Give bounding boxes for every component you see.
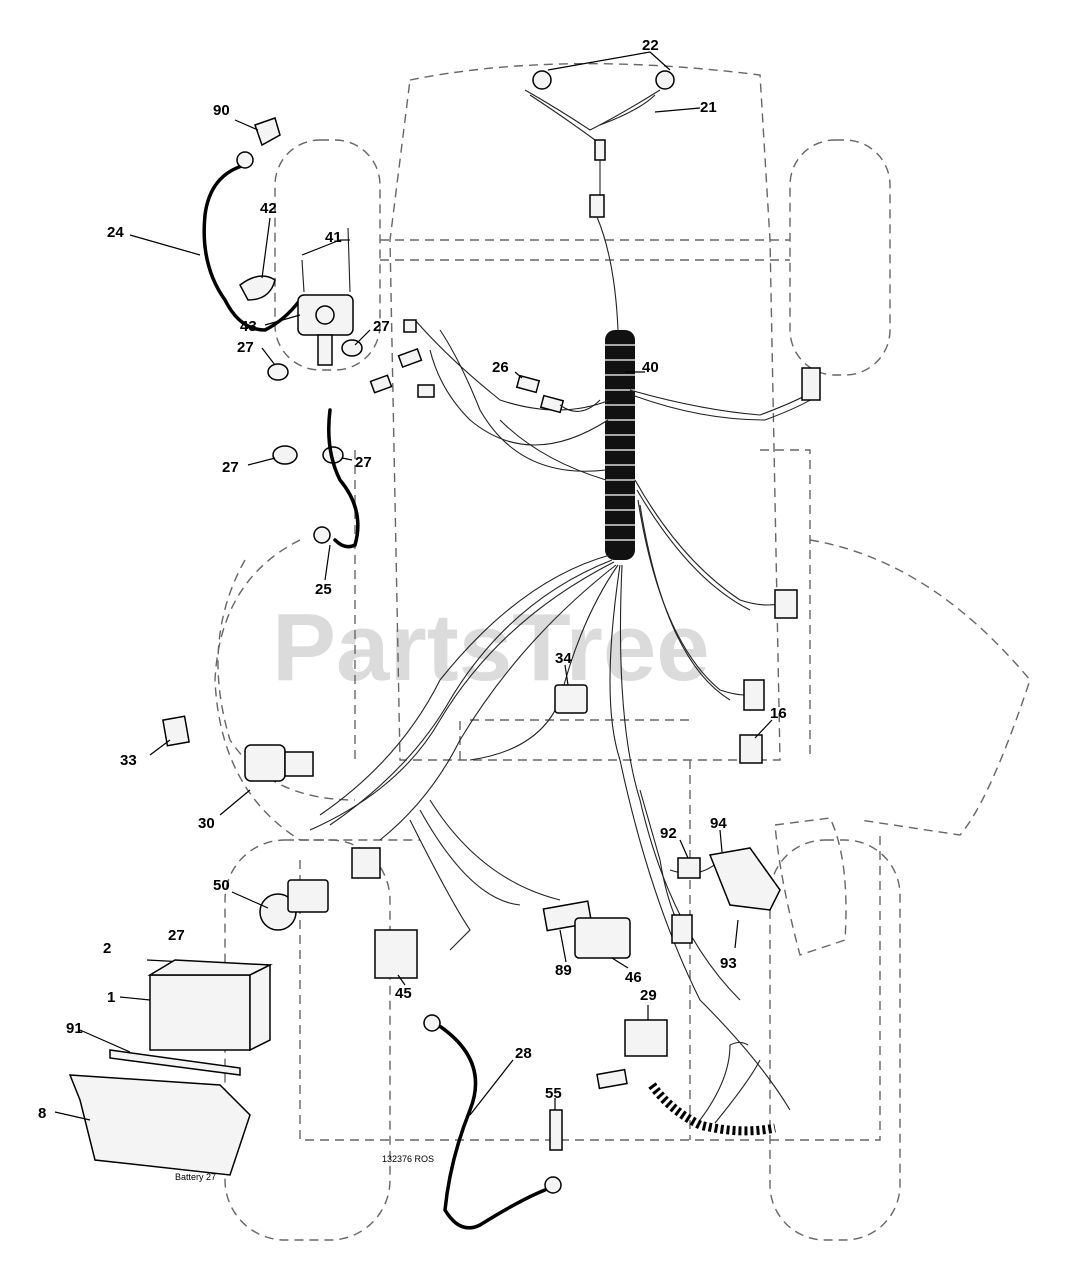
callout-29: 29 [640, 987, 657, 1004]
right-branch-connector [774, 589, 798, 619]
callout-27-c: 27 [222, 459, 239, 476]
boot-42 [239, 275, 276, 301]
callout-50: 50 [213, 877, 230, 894]
callout-2: 2 [103, 940, 111, 957]
key-33 [162, 715, 190, 747]
seat-outline [774, 817, 847, 956]
callout-55: 55 [545, 1085, 562, 1102]
callout-33: 33 [120, 752, 137, 769]
right-connector [801, 367, 821, 401]
callout-16: 16 [770, 705, 787, 722]
seat-base-outline [299, 830, 881, 1141]
callout-25: 25 [315, 581, 332, 598]
front-left-wheel-outline [274, 139, 381, 371]
callout-40: 40 [642, 359, 659, 376]
callout-26: 26 [492, 359, 509, 376]
callout-22: 22 [642, 37, 659, 54]
seat-switch-94 [708, 847, 781, 911]
callout-89: 89 [555, 962, 572, 979]
callout-90: 90 [213, 102, 230, 119]
plug-92-lower [671, 914, 693, 944]
callout-94: 94 [710, 815, 727, 832]
battery-tray-8 [68, 1074, 251, 1176]
battery-1 [149, 974, 251, 1051]
headlight-bulb-left [532, 70, 552, 90]
nut-27-c [272, 445, 298, 465]
frame-right-outline [689, 449, 811, 1140]
connector-92 [677, 857, 701, 879]
callout-27-e: 27 [168, 927, 185, 944]
main-harness [309, 319, 821, 1111]
watermark-text: PartsTree [272, 594, 710, 701]
plug-16 [739, 734, 763, 764]
callout-28: 28 [515, 1045, 532, 1062]
switch-34 [554, 684, 588, 714]
nut-27-b [267, 363, 289, 381]
harness-loom [605, 330, 635, 560]
module-46 [574, 917, 631, 959]
tractor-outline [214, 62, 1031, 1241]
front-right-wheel-outline [789, 139, 891, 376]
callout-30: 30 [198, 815, 215, 832]
strap-91 [109, 1049, 241, 1076]
bolt-55 [549, 1109, 563, 1151]
headlight-connector [589, 194, 605, 218]
callout-42: 42 [260, 200, 277, 217]
callout-45: 45 [395, 985, 412, 1002]
meter-45 [374, 929, 418, 979]
callout-93: 93 [720, 955, 737, 972]
callout-91: 91 [66, 1020, 83, 1037]
battery-caption: Battery 27 [175, 1172, 216, 1182]
callout-24: 24 [107, 224, 124, 241]
boot-90 [254, 117, 281, 147]
lower-right-connector [743, 679, 765, 711]
callout-1: 1 [107, 989, 115, 1006]
dash-panel-outline [459, 719, 690, 760]
callout-8: 8 [38, 1105, 46, 1122]
cable-28 [436, 1023, 547, 1230]
ignition-switch-30 [244, 744, 286, 782]
cable-24 [202, 163, 302, 332]
front-axle-outline [380, 239, 790, 261]
solenoid-29 [624, 1019, 668, 1057]
callout-27-b: 27 [237, 339, 254, 356]
callout-27-a: 27 [373, 318, 390, 335]
connectors-26 [515, 374, 601, 414]
pto-switch-50 [259, 879, 329, 931]
starter-cable-assembly [202, 117, 435, 549]
rear-left-wheel-outline [224, 839, 391, 1241]
nut-27-a [341, 339, 363, 357]
headlight-bulb-right [655, 70, 675, 90]
callouts: 90 24 42 41 43 27 27 27 27 27 25 22 21 2… [38, 37, 787, 1122]
leader-lines [54, 51, 773, 1121]
callout-27-d: 27 [355, 454, 372, 471]
callout-41: 41 [325, 229, 342, 246]
cable-25 [327, 408, 360, 549]
callout-21: 21 [700, 99, 717, 116]
callout-92: 92 [660, 825, 677, 842]
battery-assembly: Battery 27 [68, 959, 273, 1182]
callout-34: 34 [555, 650, 572, 667]
deck-outline [214, 539, 1031, 841]
callout-46: 46 [625, 969, 642, 986]
callout-43: 43 [240, 318, 257, 335]
headlight-harness [524, 70, 675, 331]
drawing-number: 132376 ROS [382, 1154, 434, 1164]
ignition-assembly [162, 715, 314, 782]
relay-connector [351, 847, 381, 879]
